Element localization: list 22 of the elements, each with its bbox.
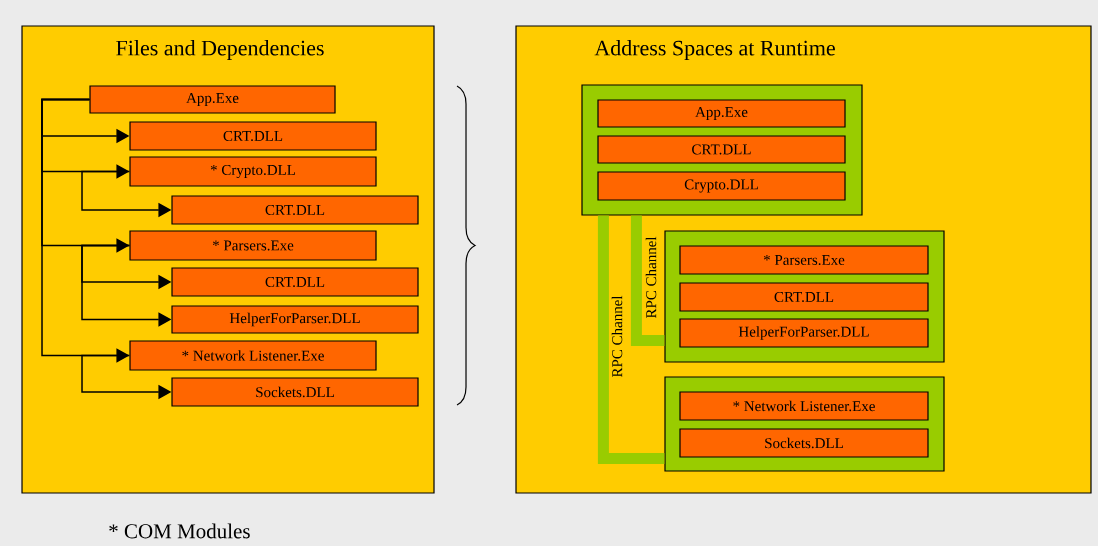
module-box: HelperForParser.DLL [679,318,929,348]
module-box: * Network Listener.Exe [679,391,929,421]
module-box: App.Exe [89,85,336,114]
module-box: CRT.DLL [679,282,929,312]
module-box: * Network Listener.Exe [129,340,377,371]
module-box: * Crypto.DLL [129,156,377,187]
channel-line [630,215,665,347]
module-box: * Parsers.Exe [129,230,377,261]
module-box: CRT.DLL [171,195,419,225]
edge-label: RPC Channel [611,294,623,379]
module-box: CRT.DLL [597,135,846,164]
module-box: App.Exe [597,99,846,128]
channel-line [597,215,665,465]
module-box: CRT.DLL [171,267,419,297]
module-box: Sockets.DLL [679,428,929,458]
edge-label: RPC Channel [645,235,657,320]
footnote: * COM Modules [109,523,250,539]
module-box: Sockets.DLL [171,377,419,407]
module-box: * Parsers.Exe [679,245,929,275]
module-box: CRT.DLL [129,121,377,151]
module-box: HelperForParser.DLL [171,305,419,334]
module-box: Crypto.DLL [597,171,846,201]
